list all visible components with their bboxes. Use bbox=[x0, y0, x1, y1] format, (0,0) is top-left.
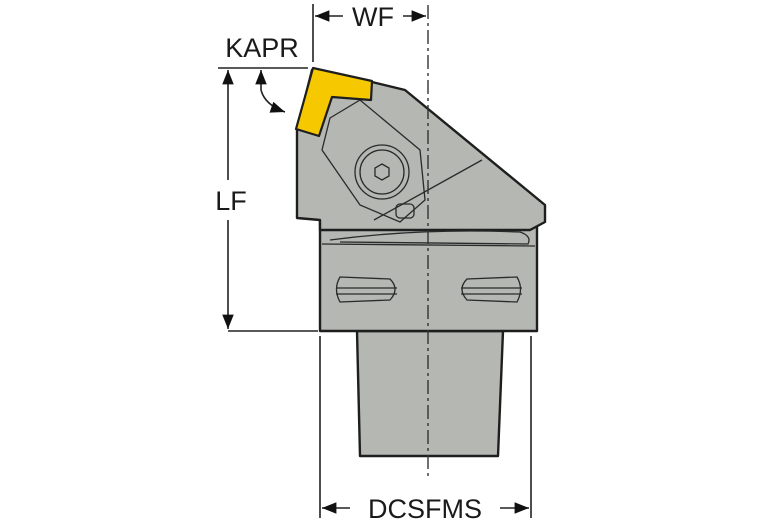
shank bbox=[355, 329, 505, 458]
wf-label: WF bbox=[352, 2, 394, 32]
lf-label: LF bbox=[215, 186, 247, 216]
kapr-angle-arc bbox=[260, 89, 286, 113]
kapr-label: KAPR bbox=[225, 33, 299, 63]
clamp-lever bbox=[329, 230, 530, 245]
insert bbox=[294, 66, 374, 138]
slot-left bbox=[335, 276, 397, 303]
screw bbox=[354, 144, 410, 200]
edge-line bbox=[321, 243, 536, 247]
pin bbox=[395, 203, 415, 219]
slot-right bbox=[461, 276, 522, 303]
screw-inner bbox=[359, 149, 405, 195]
hex-socket-icon bbox=[374, 163, 390, 181]
dcsfms-label: DCSFMS bbox=[368, 494, 482, 523]
clamp-wedge bbox=[321, 99, 426, 223]
